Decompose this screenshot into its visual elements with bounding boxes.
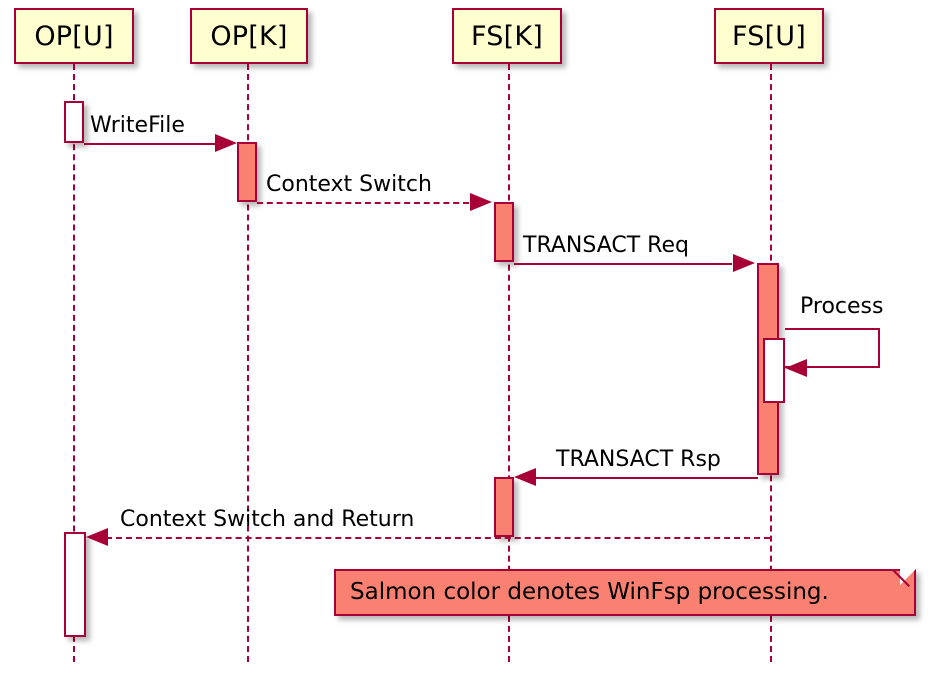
participant-fs-u[interactable]: FS[U] [714,8,824,64]
participant-op-u[interactable]: OP[U] [14,8,134,64]
activation-fs-u-2-nested [763,338,785,403]
message-line-context-switch-and-return [106,537,770,539]
activation-fs-k-2 [494,477,514,537]
message-label-transact-req: TRANSACT Req [523,233,689,258]
message-line-transact-req [514,263,732,265]
arrow-head-process [785,359,807,377]
lifeline-op-k [247,64,249,662]
message-label-writefile: WriteFile [90,113,185,138]
activation-op-u-2 [64,532,86,637]
arrow-head-transact-req [733,254,755,272]
message-label-context-switch-and-return: Context Switch and Return [120,507,415,532]
note-text: Salmon color denotes WinFsp processing. [350,579,829,605]
participant-fs-k[interactable]: FS[K] [452,8,562,64]
message-line-writefile [84,143,226,145]
arrow-head-writefile [215,134,237,152]
arrow-head-context-switch [470,193,492,211]
participant-fs-k-label: FS[K] [471,20,543,52]
message-label-context-switch: Context Switch [266,172,432,197]
activation-op-k-1 [237,142,257,202]
note-fold-corner-icon [900,569,916,585]
message-label-transact-rsp: TRANSACT Rsp [556,447,721,472]
message-line-transact-rsp [534,477,758,479]
participant-op-u-label: OP[U] [34,20,114,52]
participant-op-k[interactable]: OP[K] [190,8,308,64]
activation-fs-k-1 [494,202,514,262]
message-line-context-switch [257,202,469,204]
note-salmon-legend: Salmon color denotes WinFsp processing. [334,569,916,616]
message-label-process: Process [800,294,884,319]
arrow-head-context-switch-and-return [86,528,108,546]
participant-op-k-label: OP[K] [210,20,288,52]
lifeline-fs-k [508,64,510,662]
message-line-process [785,328,880,368]
participant-fs-u-label: FS[U] [731,20,807,52]
lifeline-op-u [73,64,75,662]
arrow-head-transact-rsp [514,468,536,486]
activation-op-u-1 [64,101,84,143]
